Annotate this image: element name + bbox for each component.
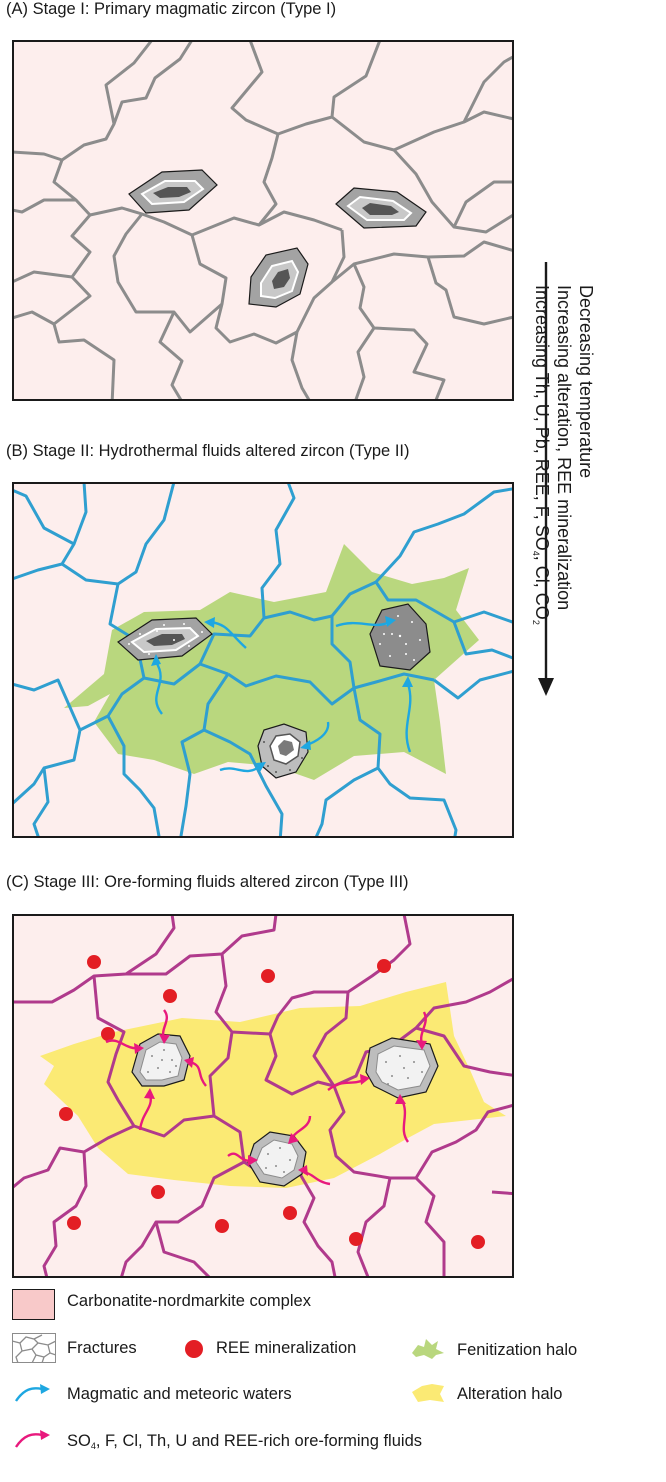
legend-waters-label: Magmatic and meteoric waters xyxy=(67,1385,292,1403)
alteration-halo-icon xyxy=(412,1384,444,1402)
fracture-network-a xyxy=(14,42,512,399)
panel-b xyxy=(12,482,514,838)
panel-a-title: (A) Stage I: Primary magmatic zircon (Ty… xyxy=(6,0,337,18)
zircon-b3 xyxy=(257,723,309,779)
water-arrowheads xyxy=(151,616,413,772)
zircon-c3 xyxy=(247,1131,307,1187)
panel-c xyxy=(12,914,514,1278)
ree-mineralization-dots xyxy=(59,955,485,1249)
legend-complex-label: Carbonatite-nordmarkite complex xyxy=(67,1292,311,1310)
panel-b-title: (B) Stage II: Hydrothermal fluids altere… xyxy=(6,442,410,460)
fluid-arrow-icon xyxy=(15,1430,50,1448)
zircon-b1 xyxy=(117,617,213,661)
legend-fluids-label: SO4, F, Cl, Th, U and REE-rich ore-formi… xyxy=(67,1432,422,1451)
water-arrow-icon xyxy=(15,1384,50,1402)
fenitization-halo-icon xyxy=(412,1339,444,1359)
panel-b-diagram xyxy=(14,484,512,836)
fluid-arrowheads xyxy=(134,1034,427,1176)
panel-a xyxy=(12,40,514,401)
side-text-line1: Decreasing temperature xyxy=(576,285,596,479)
trend-arrow xyxy=(538,262,554,696)
legend-fenitization-label: Fenitization halo xyxy=(457,1341,578,1359)
fractures-icon xyxy=(12,1333,56,1363)
fracture-network-b xyxy=(14,484,512,836)
side-text-line3: Increasing Th, U, Pb, REE, F, SO4, Cl, C… xyxy=(531,285,552,625)
fracture-network-c xyxy=(14,916,512,1276)
zircon-a1 xyxy=(128,169,218,214)
panel-a-diagram xyxy=(14,42,512,399)
legend-alteration-label: Alteration halo xyxy=(457,1385,563,1403)
zircon-c2 xyxy=(365,1037,439,1099)
legend-ree-label: REE mineralization xyxy=(216,1339,357,1357)
zircon-a3 xyxy=(248,247,309,308)
complex-swatch xyxy=(12,1289,55,1320)
zircon-b2 xyxy=(369,603,431,671)
panel-c-title: (C) Stage III: Ore-forming fluids altere… xyxy=(6,873,409,891)
side-text-line2: Increasing alteration, REE mineralizatio… xyxy=(554,285,574,611)
ree-dot-icon xyxy=(185,1340,203,1358)
legend-fractures-label: Fractures xyxy=(67,1339,137,1357)
zircon-c1 xyxy=(131,1033,191,1087)
panel-c-diagram xyxy=(14,916,512,1276)
zircon-a2 xyxy=(335,187,427,229)
fenitization-halo xyxy=(64,544,479,780)
